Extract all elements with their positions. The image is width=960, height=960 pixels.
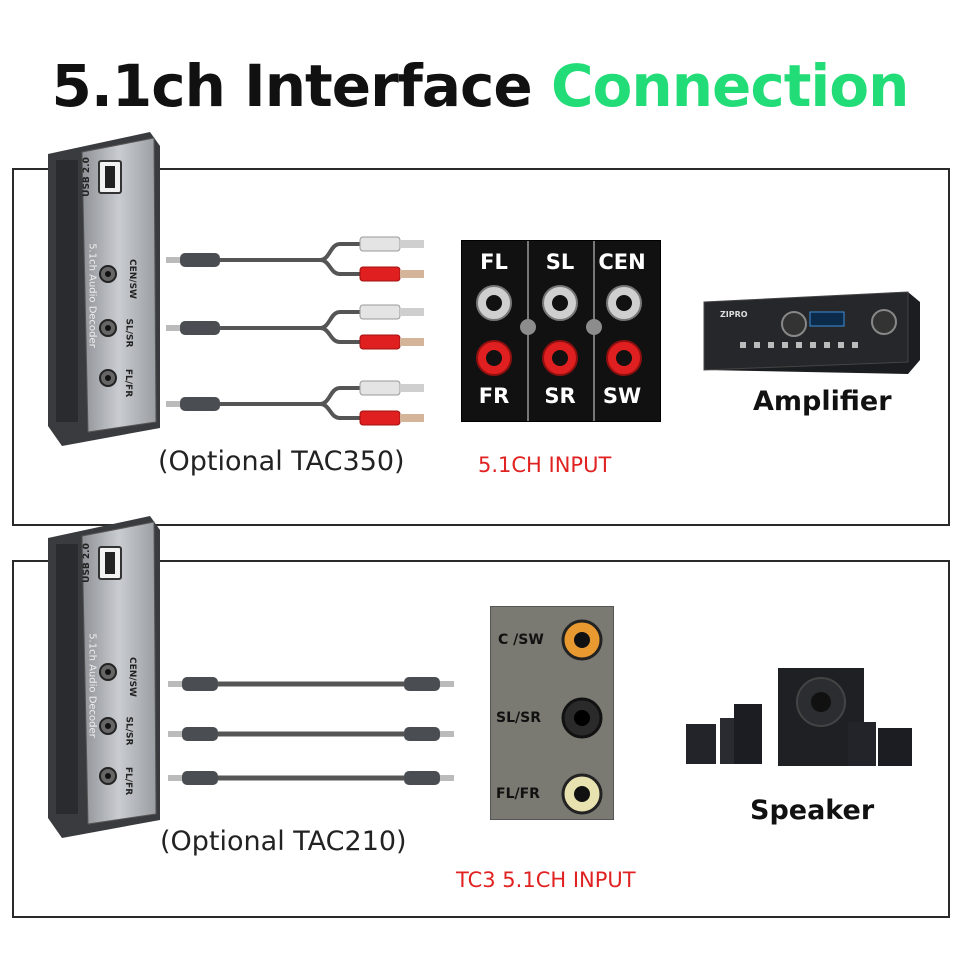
- title-main: 5.1ch Interface: [51, 52, 533, 120]
- usb-port-top: [98, 160, 122, 194]
- speaker-image: [682, 662, 920, 772]
- port-jack-cen-sw-top[interactable]: [98, 264, 118, 288]
- panel-label-sw: SW: [602, 384, 642, 408]
- panel-label-sl: SL: [545, 250, 575, 274]
- aux-cable-3: [168, 771, 454, 785]
- aux-cable-set: [166, 664, 466, 794]
- rca-cable-set: [160, 228, 440, 428]
- bottom-cable-caption: (Optional TAC210): [160, 826, 407, 857]
- title-accent: Connection: [550, 52, 909, 120]
- tc3-label-sl-sr: SL/SR: [496, 710, 541, 726]
- top-input-label: 5.1CH INPUT: [478, 453, 612, 477]
- amplifier-label: Amplifier: [753, 386, 892, 417]
- rca-jack-fr[interactable]: [474, 338, 514, 382]
- port-jack-sl-sr-bottom[interactable]: [98, 716, 118, 740]
- page-title: 5.1ch Interface Connection: [0, 52, 960, 120]
- usb-port-bottom: [98, 546, 122, 580]
- tc3-jack-c-sw[interactable]: [560, 618, 604, 666]
- bottom-input-label: TC3 5.1CH INPUT: [456, 868, 636, 892]
- rca-jack-fl[interactable]: [474, 283, 514, 327]
- port-label-fl-fr-bottom: FL/FR: [123, 766, 134, 796]
- port-label-cen-sw-bottom: CEN/SW: [126, 657, 137, 697]
- rca-jack-sr[interactable]: [540, 338, 580, 382]
- rca-input-panel: [461, 240, 661, 422]
- device-name-top: 5.1ch Audio Decoder: [86, 243, 98, 348]
- decoder-device-top: [38, 126, 162, 448]
- panel-label-cen: CEN: [598, 250, 646, 274]
- tc3-label-c-sw: C /SW: [498, 632, 544, 648]
- port-jack-sl-sr-top[interactable]: [98, 318, 118, 342]
- port-label-cen-sw-top: CEN/SW: [126, 259, 137, 299]
- port-jack-fl-fr-top[interactable]: [98, 368, 118, 392]
- tc3-jack-fl-fr[interactable]: [560, 772, 604, 820]
- aux-cable-2: [168, 727, 454, 741]
- amplifier-brand: ZIPRO: [720, 310, 748, 319]
- panel-label-sr: SR: [544, 384, 576, 408]
- speaker-label: Speaker: [750, 795, 875, 826]
- rca-cable-fl-fr: [166, 380, 424, 426]
- port-jack-cen-sw-bottom[interactable]: [98, 662, 118, 686]
- amplifier-image: [700, 290, 922, 376]
- rca-cable-cen-sw: [166, 236, 424, 282]
- device-name-bottom: 5.1ch Audio Decoder: [86, 633, 98, 738]
- usb-label-top: USB 2.0: [81, 157, 92, 197]
- port-jack-fl-fr-bottom[interactable]: [98, 766, 118, 790]
- panel-label-fl: FL: [480, 250, 508, 274]
- top-cable-caption: (Optional TAC350): [158, 446, 405, 477]
- rca-jack-cen[interactable]: [604, 283, 644, 327]
- rca-cable-sl-sr: [166, 304, 424, 350]
- usb-label-bottom: USB 2.0: [81, 543, 92, 583]
- rca-jack-sl[interactable]: [540, 283, 580, 327]
- tc3-jack-sl-sr[interactable]: [560, 696, 604, 744]
- panel-label-fr: FR: [478, 384, 510, 408]
- port-label-sl-sr-bottom: SL/SR: [123, 716, 134, 746]
- rca-jack-sw[interactable]: [604, 338, 644, 382]
- port-label-sl-sr-top: SL/SR: [123, 318, 134, 348]
- port-label-fl-fr-top: FL/FR: [123, 368, 134, 398]
- aux-cable-1: [168, 677, 454, 691]
- tc3-label-fl-fr: FL/FR: [496, 786, 540, 802]
